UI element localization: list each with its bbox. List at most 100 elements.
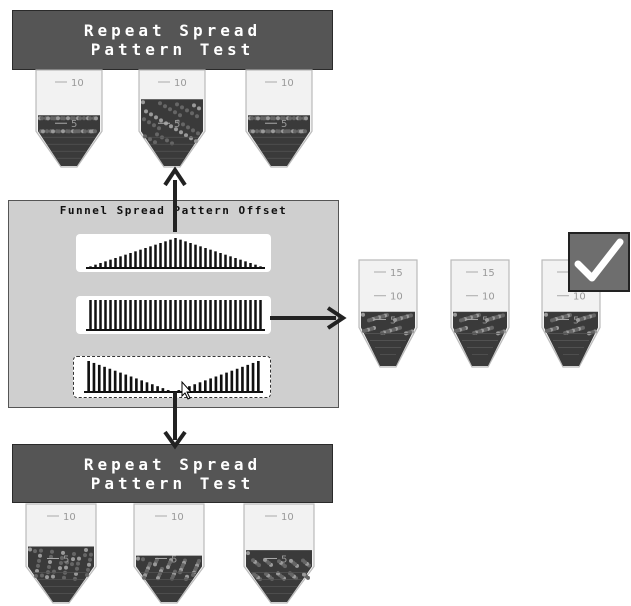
- pattern-bar: [257, 361, 260, 392]
- graduation-label: 10: [63, 512, 76, 523]
- pattern-bar: [114, 300, 117, 330]
- sample-tube: 10 5: [35, 69, 103, 168]
- gravel-fill: [136, 555, 202, 602]
- checkmark-badge: [568, 232, 630, 292]
- pattern-bar: [229, 300, 232, 330]
- pattern-bar: [246, 364, 250, 392]
- pattern-bar: [169, 300, 172, 330]
- sample-tube: 10 5: [243, 503, 315, 604]
- graduation-label: 5: [573, 315, 579, 326]
- sample-tube: 105: [25, 503, 97, 604]
- sample-tube: 105: [133, 503, 205, 604]
- gravel-fill: [361, 311, 415, 366]
- pattern-bar: [135, 378, 138, 392]
- pattern-bar: [234, 258, 237, 268]
- pattern-bar: [179, 239, 182, 268]
- graduation-label: 5: [171, 554, 177, 565]
- graduation-label: 15: [482, 268, 495, 279]
- pattern-bar: [209, 300, 212, 330]
- pattern-bar: [204, 248, 207, 268]
- banner-top-line2: Pattern Test: [90, 40, 255, 59]
- repeat-test-banner-bottom: Repeat Spread Pattern Test: [12, 444, 333, 503]
- pattern-bar: [139, 249, 142, 268]
- banner-bottom-line1: Repeat Spread: [83, 454, 262, 474]
- pattern-bar: [189, 243, 192, 268]
- pattern-bar: [139, 300, 142, 330]
- pattern-bar: [214, 300, 217, 330]
- pattern-bar: [198, 382, 202, 392]
- pattern-bar: [164, 300, 167, 330]
- graduation-label: 10: [281, 512, 294, 523]
- pattern-bar: [129, 376, 133, 392]
- pattern-bar: [99, 263, 102, 268]
- repeat-test-banner-top: Repeat Spread Pattern Test: [12, 10, 333, 70]
- pattern-bar: [161, 388, 165, 392]
- pattern-bar: [144, 248, 147, 268]
- pattern-bar: [144, 300, 147, 330]
- pattern-bar: [134, 251, 137, 268]
- pattern-bar: [239, 300, 242, 330]
- pattern-bar: [129, 253, 132, 268]
- graduation-label: 5: [174, 119, 180, 130]
- pattern-bar: [159, 243, 162, 268]
- pattern-bar: [209, 249, 212, 268]
- pattern-bar: [203, 380, 207, 392]
- pattern-bar: [174, 300, 177, 330]
- pattern-option-uniform[interactable]: [76, 296, 271, 334]
- pattern-bar: [193, 384, 197, 392]
- pattern-bar: [189, 300, 192, 330]
- pattern-bar: [104, 261, 107, 268]
- graduation-label: 5: [281, 554, 287, 565]
- pattern-option-edge-peaked[interactable]: [73, 356, 271, 398]
- pattern-bar: [103, 366, 106, 392]
- pattern-bars-uniform: [86, 300, 265, 331]
- pattern-bar: [234, 300, 237, 330]
- pattern-bar: [124, 300, 127, 330]
- pattern-bars-center-peaked: [86, 238, 265, 269]
- pattern-bars-edge-peaked: [84, 361, 263, 393]
- arrow-right-head: [326, 306, 347, 330]
- pattern-bar: [254, 300, 257, 330]
- pattern-bar: [241, 366, 244, 392]
- pattern-bar: [94, 300, 97, 330]
- pattern-bar: [156, 386, 159, 392]
- graduation-label: 5: [71, 119, 77, 130]
- pattern-bar: [99, 300, 102, 330]
- pattern-bar: [214, 376, 218, 392]
- pattern-bar: [194, 244, 197, 268]
- graduation-label: 10: [71, 78, 84, 89]
- pattern-bar: [204, 300, 207, 330]
- pointer-cursor-icon: [181, 380, 193, 400]
- gravel-fill: [38, 115, 100, 166]
- panel-title: Funnel Spread Pattern Offset: [59, 204, 288, 217]
- graduation-label: 10: [390, 292, 403, 303]
- funnel-spread-panel: Funnel Spread Pattern Offset: [8, 200, 339, 408]
- pattern-bar: [154, 300, 157, 330]
- graduation-label: 10: [174, 78, 187, 89]
- pattern-bar: [251, 362, 255, 392]
- pattern-bar: [199, 246, 202, 268]
- pattern-bar: [119, 300, 122, 330]
- pattern-bar: [145, 382, 149, 392]
- gravel-fill: [453, 311, 507, 366]
- pattern-bar: [149, 300, 152, 330]
- sample-tube: 10 5: [245, 69, 313, 168]
- pattern-bar: [249, 300, 252, 330]
- pattern-bar: [164, 241, 167, 268]
- pattern-bar: [244, 261, 247, 268]
- pattern-bar: [169, 239, 172, 268]
- graduation-label: 10: [281, 78, 294, 89]
- arrow-up-head: [163, 166, 187, 187]
- banner-bottom-line2: Pattern Test: [90, 473, 255, 493]
- pattern-bar: [97, 364, 101, 392]
- pattern-option-center-peaked[interactable]: [76, 234, 271, 272]
- gravel-fill: [248, 115, 310, 166]
- pattern-bar: [239, 259, 242, 268]
- pattern-bar: [129, 300, 132, 330]
- pattern-bar: [219, 374, 223, 392]
- gravel-fill: [544, 311, 598, 366]
- graduation-label: 5: [482, 315, 488, 326]
- graduation-label: 5: [281, 119, 287, 130]
